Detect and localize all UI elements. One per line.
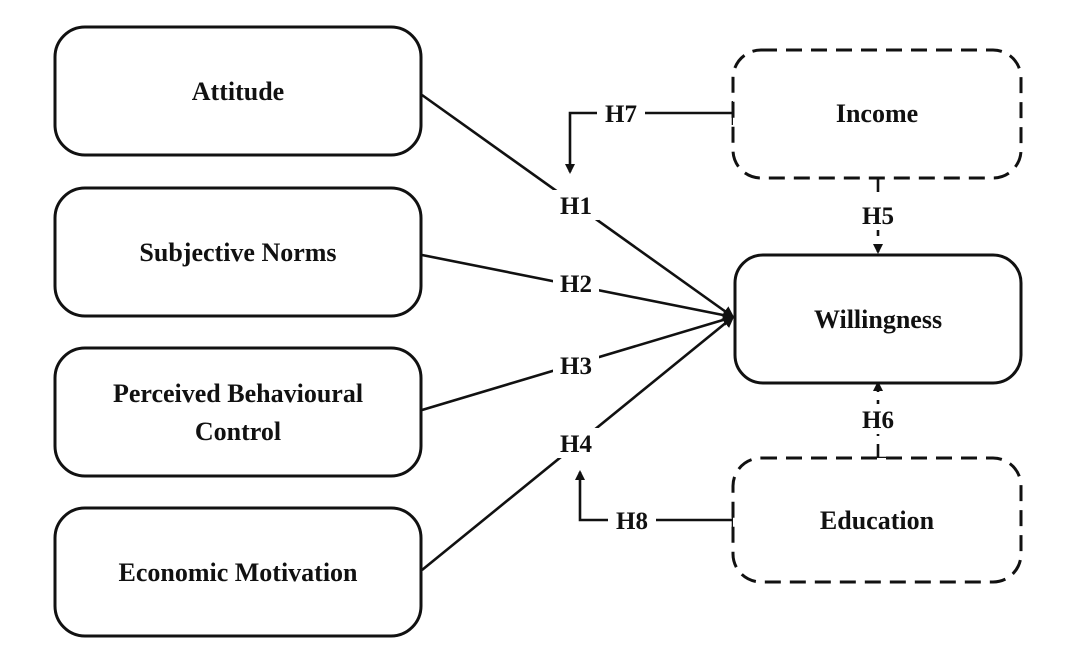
attitude-label: Attitude xyxy=(192,77,284,106)
edge-education-moderation xyxy=(575,470,733,522)
pbc-label-line2: Control xyxy=(195,417,281,446)
node-subjective-norms: Subjective Norms xyxy=(53,186,423,318)
node-perceived-behavioural-control: Perceived Behavioural Control xyxy=(53,346,423,478)
node-income: Income xyxy=(731,48,1023,180)
node-education: Education xyxy=(731,456,1023,584)
subjective-norms-label: Subjective Norms xyxy=(139,238,336,267)
hypothesis-h2-label: H2 xyxy=(560,271,592,298)
hypothesis-h1-label: H1 xyxy=(560,193,592,220)
node-willingness: Willingness xyxy=(733,253,1023,385)
hypothesis-h8-label: H8 xyxy=(616,508,648,535)
node-attitude: Attitude xyxy=(53,25,423,157)
pbc-label-line1: Perceived Behavioural xyxy=(113,379,363,408)
edge-income-moderation xyxy=(565,111,733,174)
economic-motivation-label: Economic Motivation xyxy=(118,558,358,587)
hypothesis-h7-label: H7 xyxy=(605,101,637,128)
education-label: Education xyxy=(820,506,935,535)
willingness-label: Willingness xyxy=(814,305,942,334)
hypothesis-h6-label: H6 xyxy=(862,407,894,434)
hypothesis-h4-label: H4 xyxy=(560,431,592,458)
hypothesis-labels: H1 H2 H3 H4 H5 H6 H7 H8 xyxy=(553,99,900,535)
hypothesis-h5-label: H5 xyxy=(862,203,894,230)
hypothesis-h3-label: H3 xyxy=(560,353,592,380)
income-label: Income xyxy=(836,99,918,128)
node-economic-motivation: Economic Motivation xyxy=(53,506,423,638)
